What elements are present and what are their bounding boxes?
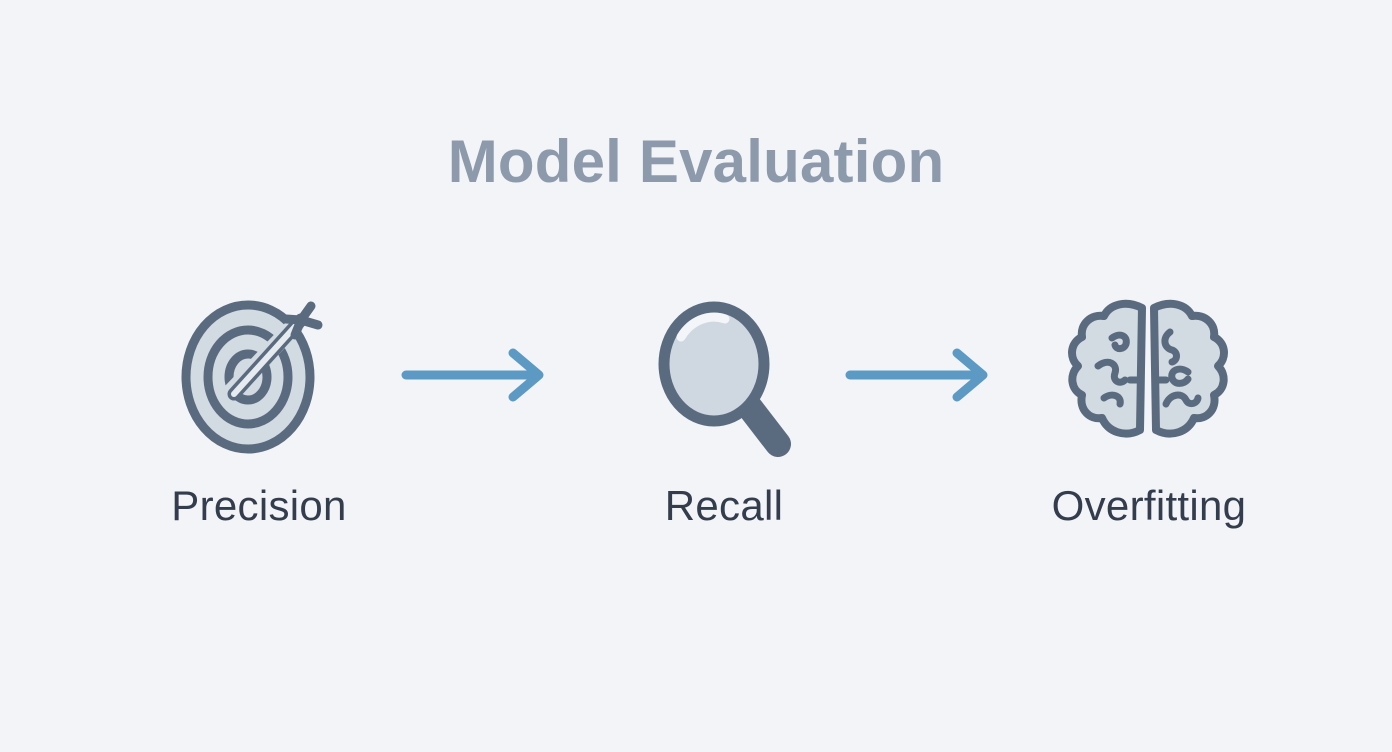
magnifying-glass-icon (658, 301, 791, 457)
arrow-right-icon-1 (401, 348, 544, 402)
labels-row: Precision Recall Overfitting (0, 482, 1392, 542)
brain-icon (1068, 299, 1228, 438)
step-label-recall: Recall (664, 482, 784, 529)
arrow-right-icon-2 (845, 348, 988, 402)
flow-step-recall[interactable] (633, 292, 813, 462)
target-arrow-icon (181, 300, 323, 454)
step-label-overfitting: Overfitting (1051, 482, 1247, 529)
flow-step-overfitting[interactable] (1058, 292, 1238, 462)
step-label-precision: Precision (171, 482, 347, 529)
flow-step-precision[interactable] (168, 292, 348, 462)
flow-row (0, 292, 1392, 462)
page-title: Model Evaluation (447, 128, 945, 195)
